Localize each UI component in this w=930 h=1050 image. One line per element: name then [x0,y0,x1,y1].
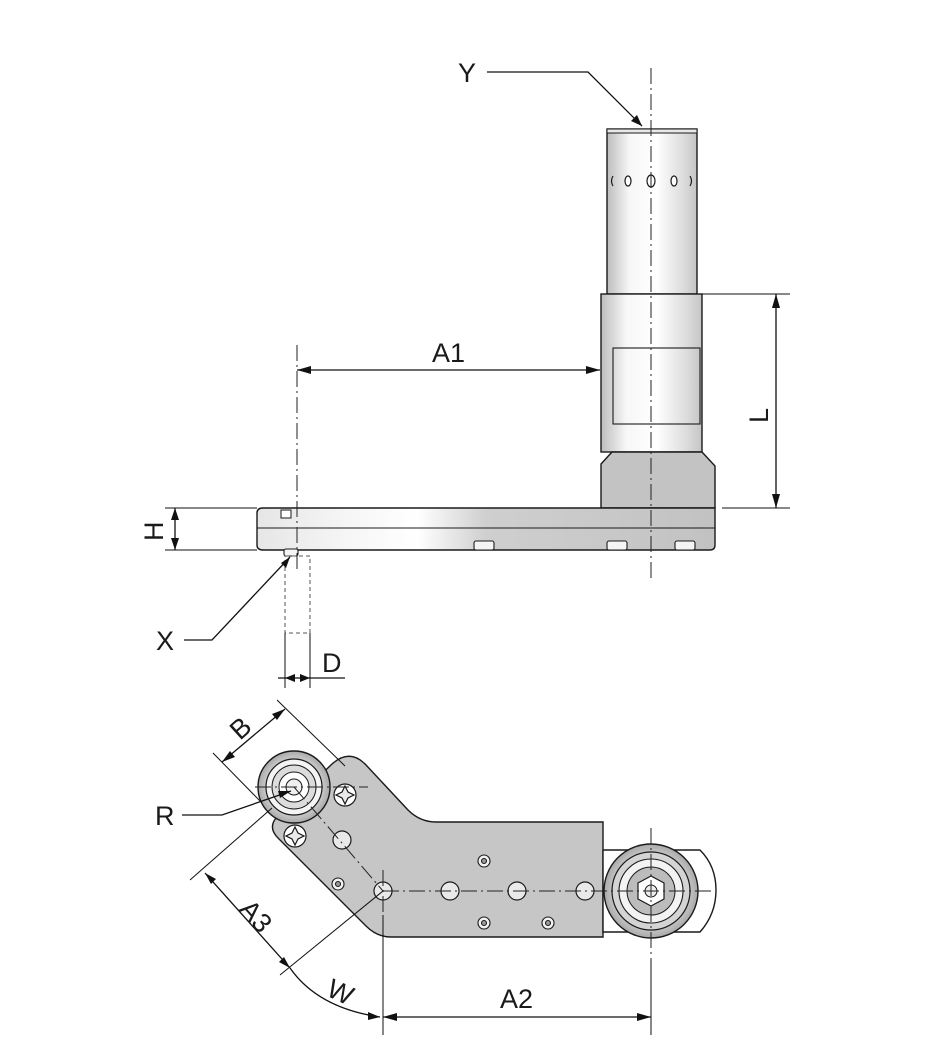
small-screws [331,854,555,930]
label-h: H [139,522,169,542]
label-b: B [224,711,257,745]
side-view [256,68,716,634]
top-view [255,750,717,960]
cylinder-body [600,293,703,453]
label-l: L [744,408,774,423]
cylinder-label-plate [612,347,701,425]
arm-bottom-studs [283,540,696,557]
side-view-dimensions: Y A1 L H X D [139,58,790,688]
label-d: D [322,648,342,678]
hidden-pin [284,555,311,634]
arm-side [256,507,716,551]
clamp-block [600,451,716,509]
label-x: X [156,626,174,656]
torx-screws [283,783,357,848]
label-a2: A2 [500,984,533,1014]
cylinder-upper [606,128,698,295]
label-a1: A1 [432,338,465,368]
label-w: W [322,973,358,1011]
label-r: R [155,801,175,831]
label-y: Y [458,58,476,88]
label-a3: A3 [234,894,278,939]
